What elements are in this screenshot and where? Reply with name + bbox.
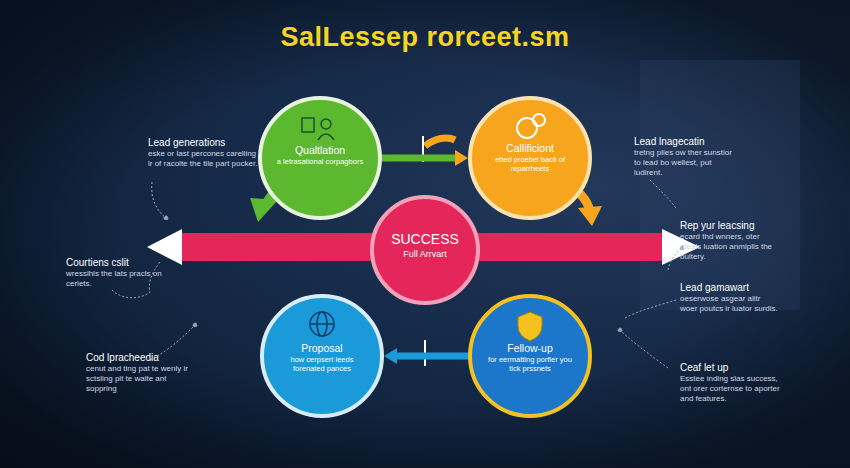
- icon-part: [533, 114, 545, 126]
- node-text: Qualtlationa letrasational corpagbors: [275, 144, 364, 166]
- node-text: Fellow-upfor eermatting porfler you tick…: [485, 342, 574, 373]
- icon-part: [310, 312, 334, 336]
- circle-outline: [470, 296, 590, 416]
- band-arrowhead: [147, 229, 182, 265]
- note-heading: Ceaf let up: [680, 362, 790, 374]
- note-body: ecard thd wnners, oter meals luation anm…: [680, 232, 780, 262]
- connector-line: [382, 155, 456, 162]
- process-circle: Fellow-upfor eermatting porfler you tick…: [468, 294, 592, 418]
- note-body: wresslhls the lats pracls on cerlets.: [66, 269, 166, 289]
- node-heading: Proposal: [277, 342, 366, 354]
- arrowhead: [384, 348, 397, 364]
- note-heading: Courtiens cslit: [66, 257, 166, 269]
- note-body: cenut and ting pat te wenly ir sctsling …: [86, 364, 196, 394]
- circle-outline: [260, 98, 380, 218]
- note-body: oeserwose asgear alitr woer poutcs ir lu…: [680, 294, 780, 314]
- note-heading: Lead generations: [148, 137, 258, 149]
- circle-outline: [372, 197, 478, 303]
- icon-part: [310, 323, 334, 325]
- side-note: Cod lpracheediacenut and ting pat te wen…: [86, 352, 196, 394]
- note-body: tretng plies ow ther sunstior to lead bo…: [634, 148, 734, 178]
- node-body: a letrasational corpagbors: [275, 157, 364, 166]
- title: SalLessep rorceet.sm: [0, 22, 850, 53]
- note-heading: Cod lpracheedia: [86, 352, 196, 364]
- gears-icon: [517, 114, 545, 138]
- icon-part: [318, 134, 334, 140]
- curved-arrow: [425, 138, 455, 146]
- node-text: SUCCESSFull Arrvart: [385, 231, 464, 260]
- process-circle: Qualtlationa letrasational corpagbors: [258, 96, 382, 220]
- note-heading: Lead gamawart: [680, 282, 780, 294]
- icon-part: [321, 119, 331, 129]
- process-circle: SUCCESSFull Arrvart: [370, 195, 480, 305]
- note-body: Esstee inding slas success, ont orer cor…: [680, 374, 790, 404]
- node-heading: SUCCESS: [385, 231, 464, 248]
- process-circle: Proposalhow cerpsert leeds forenated pan…: [260, 294, 384, 418]
- shield-icon: [518, 312, 542, 341]
- process-circle: Callificiontetted proebel bacit of repar…: [468, 96, 592, 220]
- arrowhead: [455, 150, 468, 166]
- people-icon: [302, 118, 334, 140]
- node-text: Callificiontetted proebel bacit of repar…: [485, 142, 574, 173]
- side-note: Courtiens cslitwresslhls the lats pracls…: [66, 257, 166, 289]
- node-heading: Fellow-up: [485, 342, 574, 354]
- connector-line: [396, 353, 468, 360]
- side-note: Lead gamawartoeserwose asgear alitr woer…: [680, 282, 780, 314]
- arrowhead: [250, 198, 278, 222]
- background-shape: [640, 60, 800, 310]
- arrowhead: [578, 206, 602, 226]
- node-body: etted proebel bacit of reparrheets: [485, 155, 574, 173]
- note-heading: Lead lnagecatin: [634, 136, 734, 148]
- globe-icon: [310, 312, 334, 336]
- icon-part: [302, 118, 314, 132]
- note-body: eske or last percones carelling ir of ra…: [148, 149, 258, 169]
- side-note: Lead generationseske or last percones ca…: [148, 137, 258, 169]
- node-body: for eermatting porfler you tick prssnets: [485, 355, 574, 373]
- side-note: Rep yur leacsingecard thd wnners, oter m…: [680, 220, 780, 262]
- circle-outline: [262, 296, 382, 416]
- node-body: how cerpsert leeds forenated pances: [277, 355, 366, 373]
- side-note: Lead lnagecatintretng plies ow ther suns…: [634, 136, 734, 178]
- connector-arrow: [382, 150, 468, 166]
- connector-arrow: [384, 348, 468, 364]
- leader-lines: [112, 180, 684, 368]
- node-body: Full Arrvart: [385, 249, 464, 260]
- side-note: Ceaf let upEsstee inding slas success, o…: [680, 362, 790, 404]
- circle-outline: [470, 98, 590, 218]
- node-heading: Qualtlation: [275, 144, 364, 156]
- node-text: Proposalhow cerpsert leeds forenated pan…: [277, 342, 366, 373]
- node-heading: Callificiont: [485, 142, 574, 154]
- note-heading: Rep yur leacsing: [680, 220, 780, 232]
